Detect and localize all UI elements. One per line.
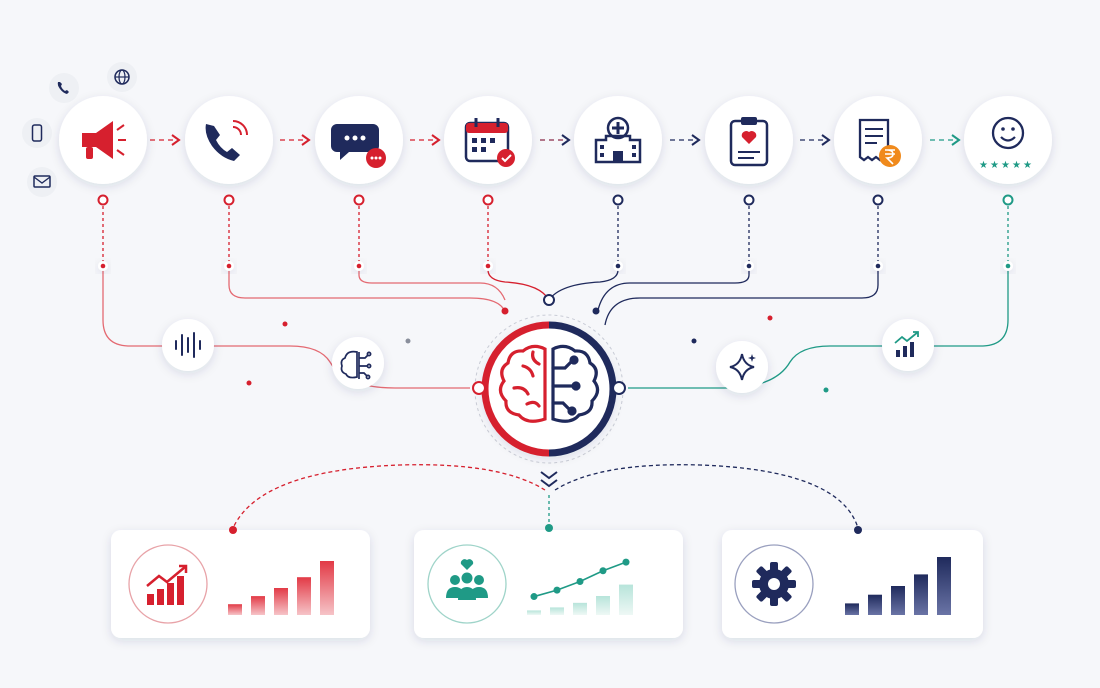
clipboard-heart-icon <box>729 117 769 167</box>
trend-chart-icon <box>894 331 919 357</box>
growth-bar <box>228 604 242 615</box>
chat-icon <box>331 124 386 168</box>
patients-trend-point <box>553 586 561 594</box>
connector-dots <box>97 194 1014 393</box>
gear-icon <box>752 562 796 606</box>
soundwave-icon <box>175 332 201 358</box>
hospital-icon <box>594 116 642 164</box>
chevron-down-icon <box>540 471 558 488</box>
journey-node-8[interactable]: ★★★★★ <box>964 96 1052 184</box>
megaphone-icon <box>82 121 126 159</box>
outcome-bars-patients <box>527 558 633 615</box>
curve-1 <box>102 270 470 389</box>
side-node-brain[interactable] <box>332 337 384 389</box>
mail-icon <box>27 167 57 197</box>
outcome-link-3 <box>554 464 859 529</box>
vertical-drops <box>102 206 1009 262</box>
patients-bar <box>527 610 541 615</box>
operations-bar <box>891 586 905 615</box>
patients-trend-point <box>622 558 630 566</box>
curve-4 <box>487 269 550 301</box>
operations-bar <box>868 594 882 615</box>
journey-nodes: ★★★★★ <box>59 96 1052 184</box>
channel-icons <box>22 62 137 197</box>
phone-call-icon <box>205 120 248 161</box>
journey-node-6[interactable] <box>705 96 793 184</box>
journey-node-7[interactable] <box>834 96 922 184</box>
svg-text:★: ★ <box>990 160 999 171</box>
outcome-link-1 <box>232 464 546 529</box>
outcome-card-operations[interactable] <box>722 526 983 638</box>
side-node-sparkle[interactable] <box>716 341 768 393</box>
patients-trend-point <box>576 578 584 585</box>
journey-node-2[interactable] <box>185 96 273 184</box>
svg-text:★: ★ <box>1023 160 1032 171</box>
journey-node-4[interactable] <box>444 96 532 184</box>
svg-text:★: ★ <box>1012 160 1021 171</box>
outcome-card-growth[interactable] <box>111 526 370 638</box>
globe-icon <box>107 62 137 92</box>
growth-bar <box>274 588 288 615</box>
curve-2 <box>228 270 506 313</box>
central-hub[interactable] <box>472 294 626 488</box>
svg-text:★: ★ <box>1001 160 1010 171</box>
curve-7 <box>604 270 879 326</box>
outcome-cards <box>111 524 983 638</box>
smiley-rating-icon: ★★★★★ <box>979 116 1032 171</box>
mobile-icon <box>22 118 52 148</box>
patients-trend-point <box>530 593 538 601</box>
outcome-bars-growth <box>228 561 334 615</box>
calendar-check-icon <box>464 118 515 167</box>
brain-circuit-icon <box>340 350 372 380</box>
operations-bar <box>937 557 951 615</box>
patient-group-icon <box>446 559 488 600</box>
journey-node-5[interactable] <box>574 96 662 184</box>
ai-brain-icon <box>498 344 600 423</box>
journey-arrows <box>150 134 961 146</box>
side-node-soundwave[interactable] <box>162 319 214 371</box>
side-nodes <box>162 319 934 393</box>
operations-bar <box>845 603 859 615</box>
svg-text:★: ★ <box>979 160 988 171</box>
patients-bar <box>573 602 587 615</box>
patients-bar <box>596 596 610 615</box>
journey-node-3[interactable] <box>315 96 403 184</box>
side-node-trend[interactable] <box>882 319 934 371</box>
outcome-card-patients[interactable] <box>414 524 683 638</box>
patients-bar <box>619 584 633 615</box>
patients-trend-point <box>599 567 607 575</box>
curve-6 <box>597 270 750 311</box>
curve-8 <box>628 270 1009 389</box>
journey-node-1[interactable] <box>59 96 147 184</box>
growth-chart-icon <box>146 564 188 605</box>
phone-icon <box>49 73 79 103</box>
growth-bar <box>297 577 311 615</box>
growth-bar <box>320 561 334 615</box>
growth-bar <box>251 596 265 615</box>
bill-rupee-icon <box>858 118 901 167</box>
patients-bar <box>550 607 564 615</box>
sparkle-icon <box>729 353 756 381</box>
curve-3 <box>358 270 506 301</box>
curve-5 <box>548 269 619 301</box>
operations-bar <box>914 574 928 615</box>
outcome-bars-operations <box>845 557 951 615</box>
